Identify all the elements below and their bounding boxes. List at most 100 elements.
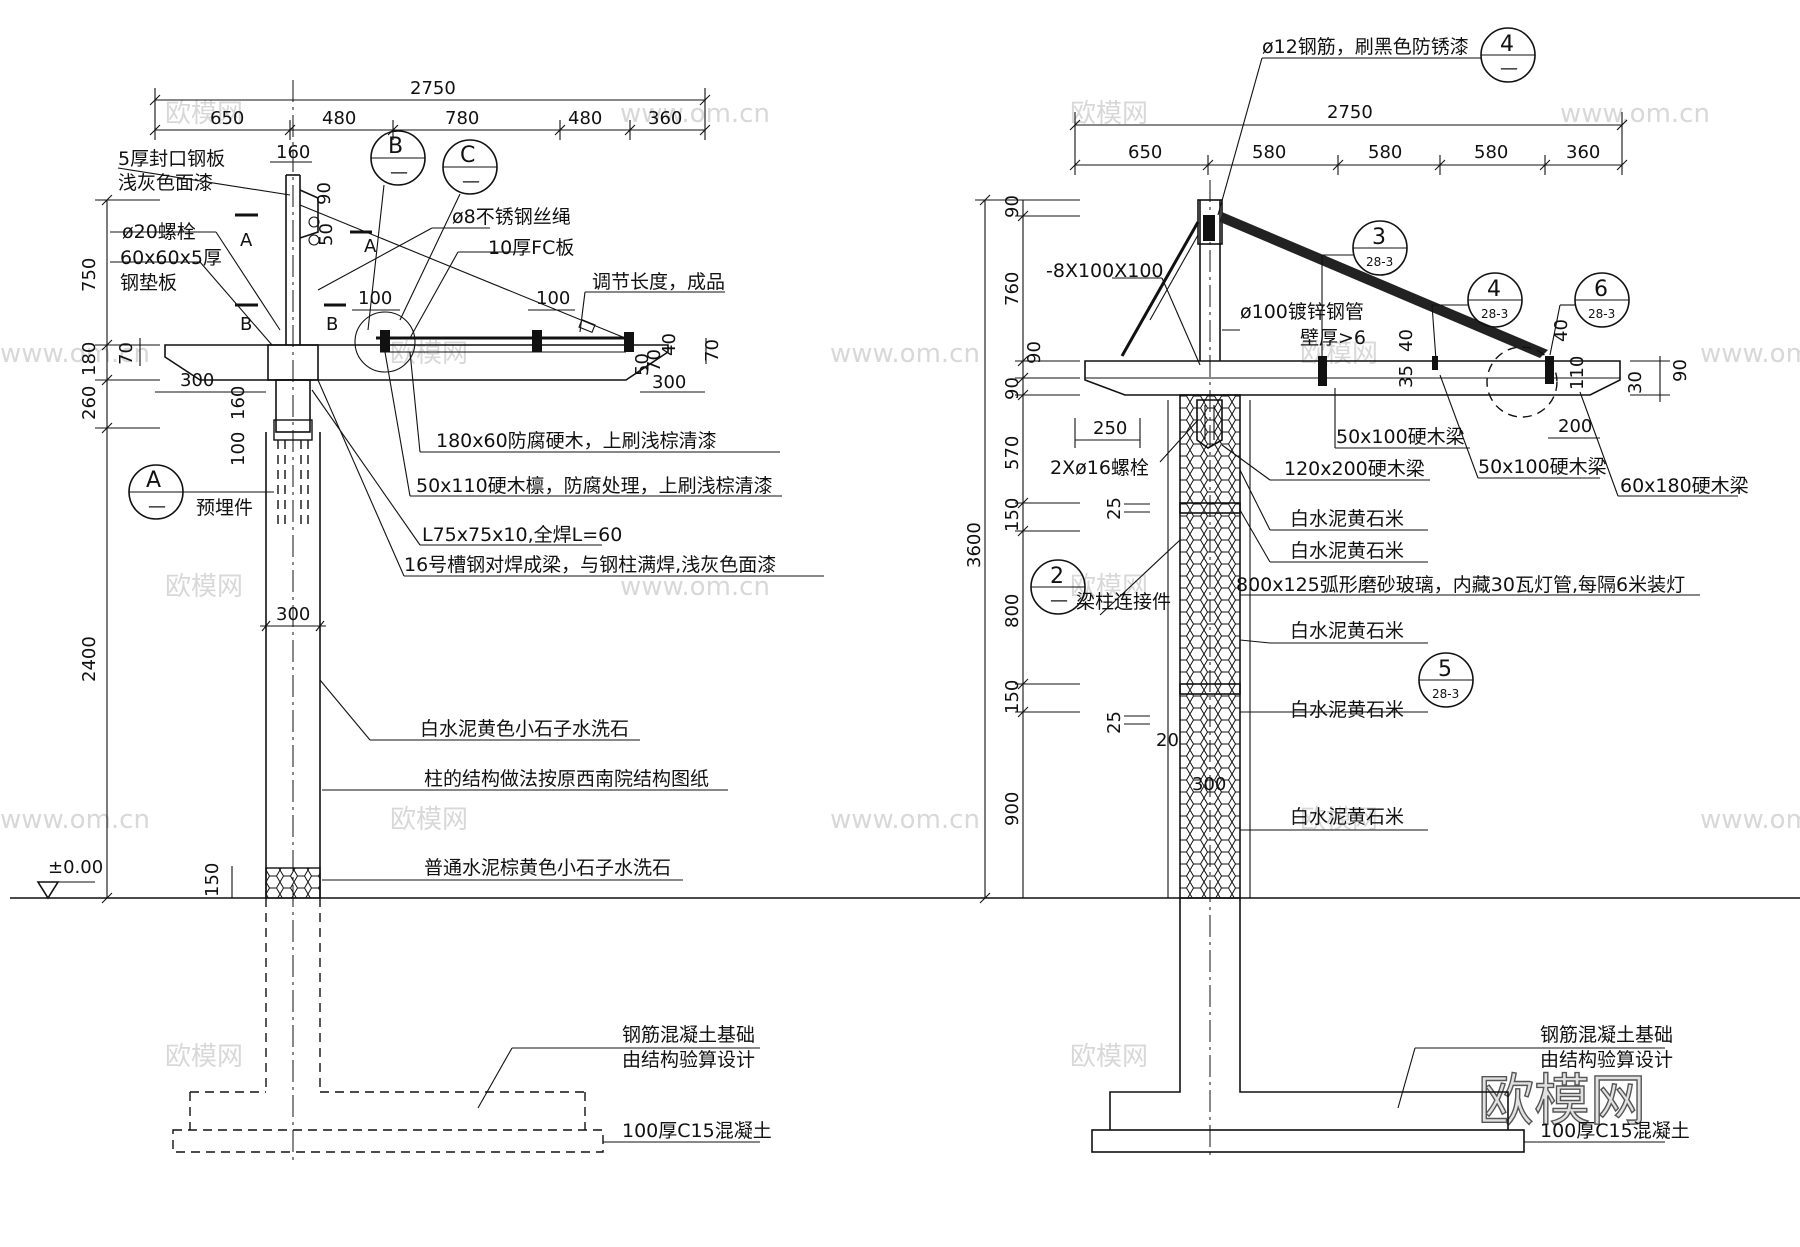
callout-b-letter: B [388, 134, 403, 159]
dim-300: 300 [276, 604, 310, 625]
watermark-url: www.om.cn [830, 805, 980, 835]
purlin [380, 330, 390, 352]
label-plate: -8X100X100 [1046, 260, 1164, 282]
detail-circle-c [354, 311, 416, 373]
watermark-url: www.om.cn [0, 805, 150, 835]
dim-750: 750 [79, 258, 100, 292]
label-grey-paint: 浅灰色面漆 [118, 172, 213, 194]
dim-90: 90 [1670, 359, 1691, 382]
watermark-layer: 欧模网 www.om.cn 欧模网 www.om.cn www.om.cn 欧模… [0, 99, 1800, 1135]
purlin [532, 330, 542, 352]
dim-20: 20 [1156, 730, 1179, 751]
callout-a-sub: — [148, 496, 166, 517]
dim-30: 30 [1625, 371, 1646, 394]
watermark-text: 欧模网 [390, 339, 468, 369]
label-column-note: 柱的结构做法按原西南院结构图纸 [424, 768, 709, 790]
embedded-anchors [273, 419, 313, 530]
dim-ticks [975, 194, 1080, 904]
callout-c: C — [442, 139, 498, 195]
dim-3600: 3600 [964, 522, 985, 568]
dim-570: 570 [1002, 436, 1023, 470]
tension-rod-left [1120, 221, 1200, 357]
column-cap [275, 379, 311, 433]
dim-900: 900 [1002, 792, 1023, 826]
watermark-text: 欧模网 [165, 99, 243, 129]
dim-160: 160 [276, 142, 310, 163]
watermark-text: 欧模网 [1070, 1042, 1148, 1072]
dim-180: 180 [79, 342, 100, 376]
label-beam-50-a: 50x100硬木梁 [1336, 426, 1465, 448]
label-beam-60: 60x180硬木梁 [1620, 475, 1749, 497]
callout-5-sub: 28-3 [1432, 687, 1459, 701]
dim-100: 100 [358, 288, 392, 309]
section-mark-b: B [326, 314, 338, 335]
dim-2750: 2750 [410, 78, 456, 99]
label-pipe-1: ø100镀锌钢管 [1240, 301, 1364, 323]
watermark-text: 欧模网 [390, 805, 468, 835]
dim-110: 110 [1567, 356, 1588, 390]
dim-50: 50 [316, 223, 337, 246]
dim-250: 250 [1093, 418, 1127, 439]
label-rebar: ø12钢筋，刷黑色防锈漆 [1262, 36, 1469, 58]
label-foundation-2: 由结构验算设计 [622, 1049, 755, 1071]
wood-beam [1084, 360, 1621, 396]
dim-160: 160 [228, 386, 249, 420]
dim-100: 100 [536, 288, 570, 309]
dim-150: 150 [1002, 680, 1023, 714]
dim-40: 40 [659, 333, 680, 356]
leader-lines [1099, 57, 1738, 1143]
label-foundation-1: 钢筋混凝土基础 [1540, 1024, 1673, 1046]
watermark-url: www.om.cn [830, 339, 980, 369]
watermark-text: 欧模网 [1300, 339, 1378, 369]
dim-2750: 2750 [1327, 102, 1373, 123]
dim-580: 580 [1368, 142, 1402, 163]
callout-2: 2 — [1030, 559, 1086, 615]
callout-b: B — [370, 130, 426, 186]
dim-150: 150 [202, 863, 223, 897]
tension-rod [1220, 212, 1548, 358]
label-rice-5: 白水泥黄石米 [1290, 806, 1404, 828]
dim-650: 650 [210, 108, 244, 129]
dim-760: 760 [1002, 272, 1023, 306]
label-bolt: ø20螺栓 [122, 221, 196, 243]
section-mark-a: A [240, 230, 253, 251]
label-channel: 16号槽钢对焊成梁，与钢柱满焊,浅灰色面漆 [404, 554, 776, 576]
dim-260: 260 [79, 386, 100, 420]
label-stone-1: 白水泥黄色小石子水洗石 [420, 718, 629, 740]
callout-c-sub: — [462, 171, 480, 192]
dim-ticks [95, 194, 160, 904]
elevation-label: ±0.00 [48, 857, 103, 878]
wire-rope [299, 204, 631, 341]
label-wire-rope: ø8不锈钢丝绳 [452, 206, 571, 228]
label-stone-2: 普通水泥棕黄色小石子水洗石 [424, 857, 671, 879]
watermark-url: www.om.cn [1560, 99, 1710, 129]
watermark-url: www.om.cn [1700, 805, 1800, 835]
dim-480: 480 [322, 108, 356, 129]
label-rice-4: 白水泥黄石米 [1290, 699, 1404, 721]
dim-70: 70 [644, 349, 665, 372]
callout-6-num: 6 [1594, 277, 1608, 302]
watermark-url: www.om.cn [0, 339, 150, 369]
dim-90: 90 [1024, 341, 1045, 364]
callout-2-sub: — [1050, 590, 1068, 611]
dim-50: 50 [632, 353, 653, 376]
callout-4b-sub: 28-3 [1481, 307, 1508, 321]
dim-25: 25 [1104, 711, 1125, 734]
dim-2400: 2400 [79, 636, 100, 682]
callout-4b-num: 4 [1487, 277, 1501, 302]
dim-360: 360 [1566, 142, 1600, 163]
callout-3-num: 3 [1372, 225, 1386, 250]
label-connector: 梁柱连接件 [1076, 591, 1171, 613]
label-rice-2: 白水泥黄石米 [1290, 540, 1404, 562]
watermark-text: 欧模网 [1070, 99, 1148, 129]
dim-650: 650 [1128, 142, 1162, 163]
dim-300: 300 [180, 370, 214, 391]
callout-4-top: 4 — [1480, 27, 1536, 83]
callout-6-sub: 28-3 [1588, 307, 1615, 321]
dim-200: 200 [1558, 416, 1592, 437]
label-glass: 800x125弧形磨砂玻璃，内藏30瓦灯管,每隔6米装灯 [1236, 574, 1685, 596]
dim-800: 800 [1002, 594, 1023, 628]
label-beam-50-b: 50x100硬木梁 [1478, 456, 1607, 478]
callout-a-letter: A [146, 468, 161, 493]
